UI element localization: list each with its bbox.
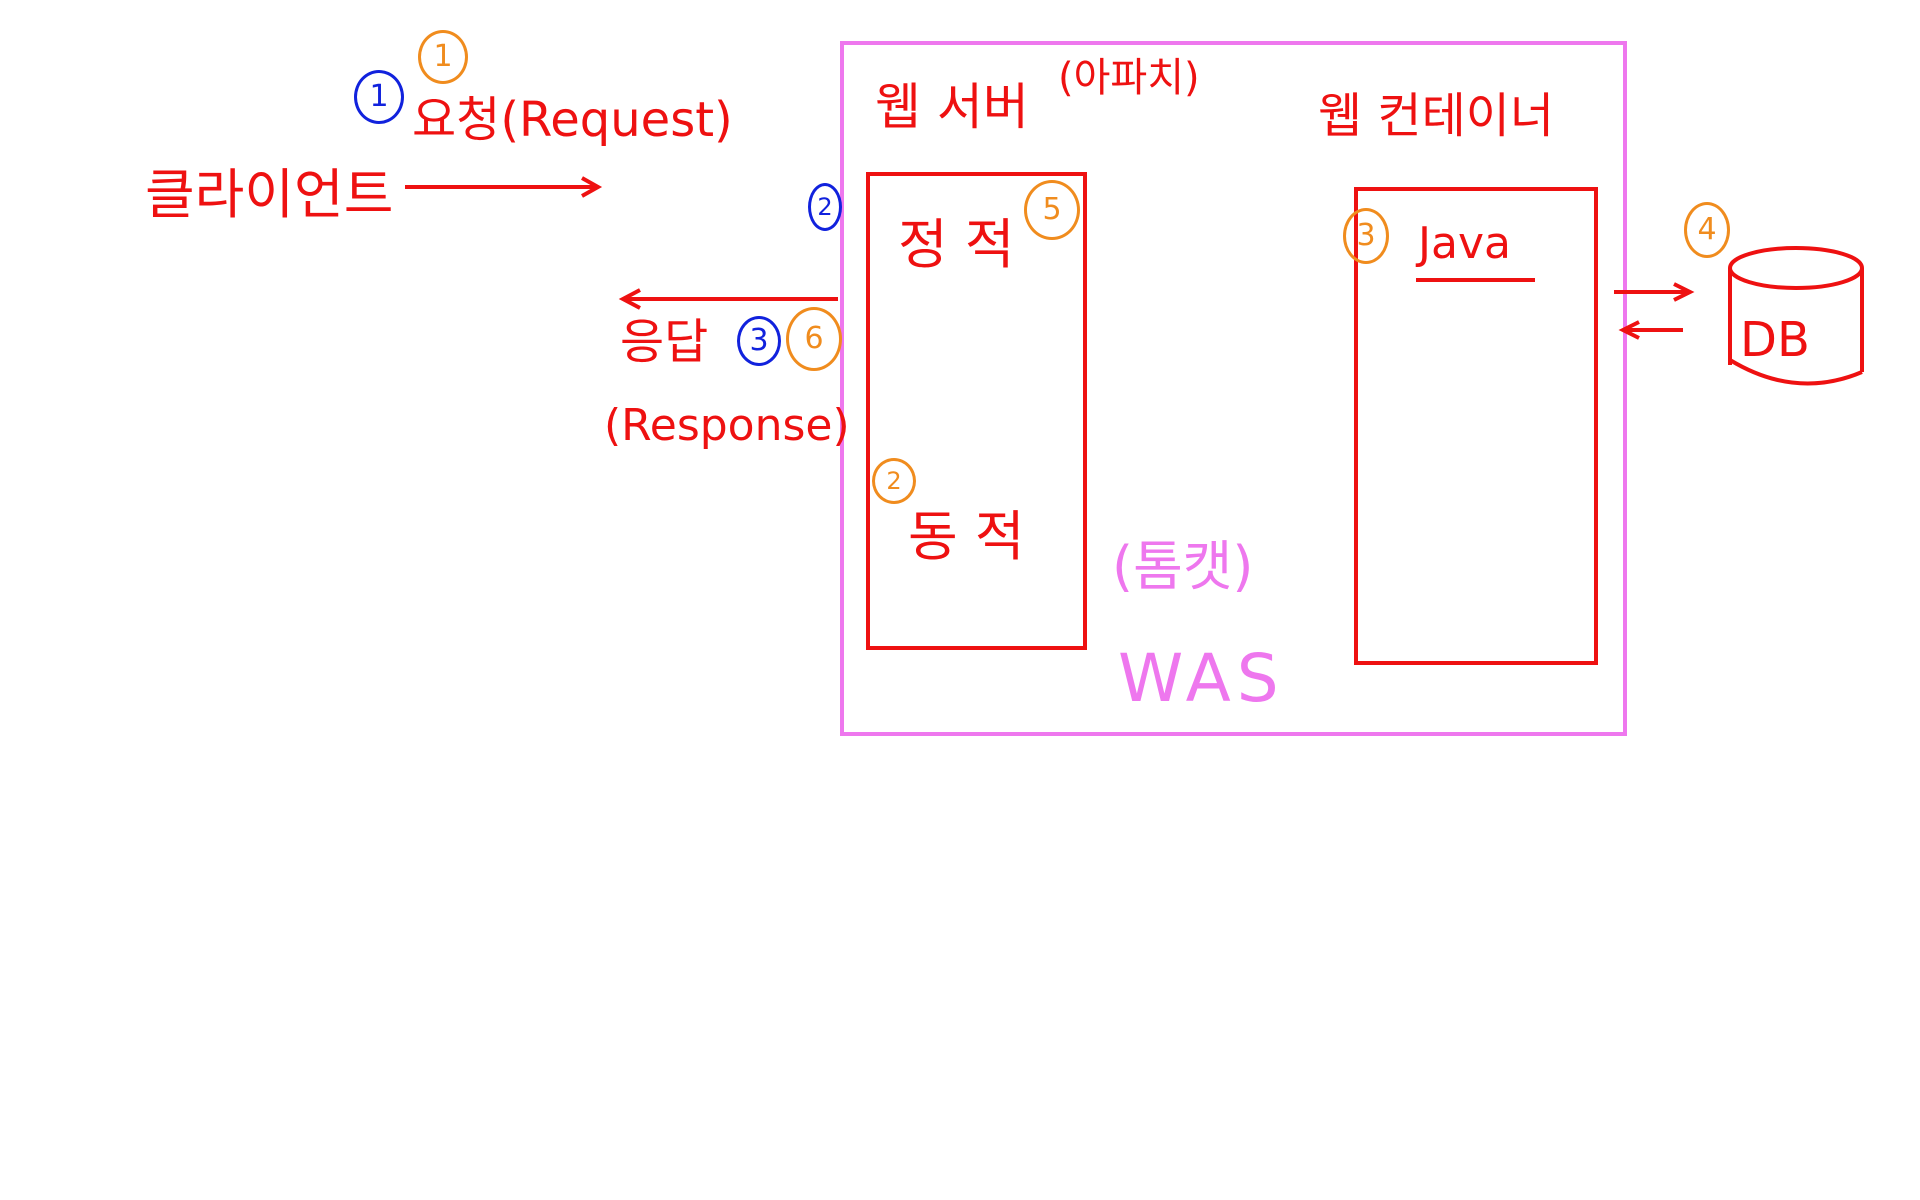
- db-step-badge: 4: [1684, 202, 1730, 258]
- response-step-badge-blue: 3: [737, 316, 781, 366]
- web-server-step-badge: 2: [808, 183, 842, 231]
- dynamic-step-badge: 2: [872, 458, 916, 504]
- was-label: WAS: [1118, 640, 1285, 717]
- db-cylinder-icon: [1728, 246, 1864, 386]
- response-label-en: (Response): [604, 400, 850, 451]
- web-server-sublabel: (아파치): [1058, 55, 1200, 101]
- db-label: DB: [1740, 312, 1810, 368]
- java-label: Java: [1418, 218, 1511, 269]
- static-step-badge: 5: [1024, 180, 1080, 240]
- request-label: 요청(Request): [412, 92, 733, 148]
- web-container-box: [1354, 187, 1598, 665]
- response-label: 응답: [620, 314, 709, 370]
- request-step-badge-blue: 1: [354, 70, 404, 124]
- response-arrow: [618, 288, 838, 310]
- web-container-step-badge: 3: [1343, 208, 1389, 264]
- response-step-badge-orange: 6: [786, 307, 842, 371]
- container-to-db-arrow: [1614, 282, 1695, 302]
- web-container-label: 웹 컨테이너: [1318, 88, 1555, 144]
- web-server-label: 웹 서버: [875, 78, 1029, 136]
- request-arrow: [405, 176, 603, 198]
- static-label: 정 적: [898, 213, 1015, 276]
- request-step-badge-orange: 1: [418, 30, 468, 84]
- db-to-container-arrow: [1618, 320, 1683, 340]
- client-label: 클라이언트: [145, 163, 394, 226]
- dynamic-label: 동 적: [908, 505, 1025, 568]
- was-container-label: (톰캣): [1112, 535, 1254, 598]
- was-box: [840, 41, 1627, 736]
- web-server-box: [866, 172, 1087, 650]
